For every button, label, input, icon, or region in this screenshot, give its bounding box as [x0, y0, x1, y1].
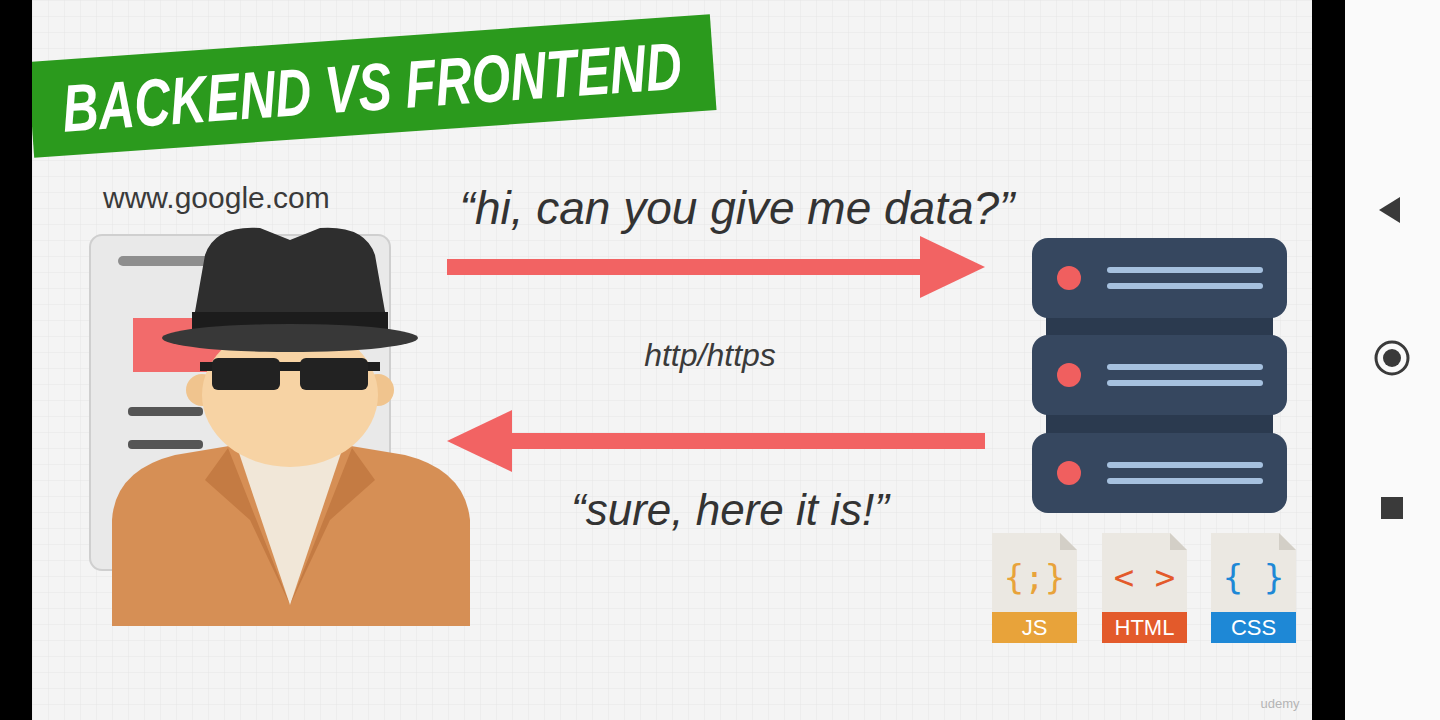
- server-slot: [1110, 380, 1260, 386]
- spy-figure: [112, 228, 470, 626]
- server-rack: [985, 238, 1287, 513]
- server-unit: [1032, 335, 1287, 415]
- lapel: [290, 448, 375, 605]
- server-case: [1032, 335, 1287, 415]
- hat-brim: [162, 324, 418, 352]
- file-type-label: JS: [992, 612, 1077, 643]
- browser-line: [128, 407, 203, 416]
- recents-button: [1381, 497, 1403, 519]
- server-unit: [1032, 433, 1287, 513]
- file-icon: {;}JS: [992, 533, 1077, 643]
- file-paper: [1211, 533, 1296, 643]
- server-slot: [1110, 267, 1260, 273]
- browser-line: [128, 440, 203, 449]
- file-band: [1211, 612, 1296, 643]
- server-slot: [1110, 478, 1260, 484]
- lapel: [205, 448, 290, 605]
- browser-window: www.google.com: [90, 180, 447, 580]
- arrow-shaft: [510, 433, 985, 449]
- arrow-shaft: [447, 259, 922, 275]
- server-slot: [1110, 462, 1260, 468]
- file-type-label: CSS: [1211, 612, 1296, 643]
- file-fold: [1170, 533, 1187, 550]
- file-fold: [1060, 533, 1077, 550]
- file-band: [1102, 612, 1187, 643]
- message-label: “sure, here it is!”: [571, 485, 889, 535]
- file-glyph: < >: [1102, 533, 1187, 612]
- arrow-connector: [447, 236, 985, 298]
- coat: [112, 445, 470, 626]
- arrow-head: [447, 410, 512, 472]
- file-glyph: {;}: [992, 533, 1077, 612]
- file-type-label: HTML: [1102, 612, 1187, 643]
- title: BACKEND VS FRONTEND: [60, 26, 685, 146]
- file-fold: [1279, 533, 1296, 550]
- glasses-lens: [212, 358, 280, 390]
- file-paper: [992, 533, 1077, 643]
- arrow-connector: [447, 410, 985, 472]
- protocol-label: http/https: [644, 337, 776, 374]
- file-icon: { }CSS: [1211, 533, 1296, 643]
- arrow-head: [920, 236, 985, 298]
- back-button: [1379, 197, 1400, 223]
- file-band: [992, 612, 1077, 643]
- server-case: [1032, 433, 1287, 513]
- server-led: [1057, 363, 1081, 387]
- server-led: [1057, 461, 1081, 485]
- server-graphic: [985, 238, 1287, 513]
- watermark: udemy: [1260, 696, 1299, 711]
- message-label: “hi, can you give me data?”: [460, 181, 1015, 235]
- glasses-lens: [300, 358, 368, 390]
- server-unit: [1032, 238, 1287, 318]
- nav-bar: [1345, 0, 1440, 720]
- file-paper: [1102, 533, 1187, 643]
- home-button-dot: [1383, 349, 1401, 367]
- server-slot: [1110, 283, 1260, 289]
- hat-crown: [190, 228, 390, 340]
- server-slot: [1110, 364, 1260, 370]
- url-text: www.google.com: [90, 180, 330, 216]
- home-button: [1376, 342, 1408, 374]
- server-led: [1057, 266, 1081, 290]
- server-case: [1032, 238, 1287, 318]
- file-glyph: { }: [1211, 533, 1296, 612]
- file-icon: < >HTML: [1102, 533, 1187, 643]
- title-banner: BACKEND VS FRONTEND: [32, 14, 717, 157]
